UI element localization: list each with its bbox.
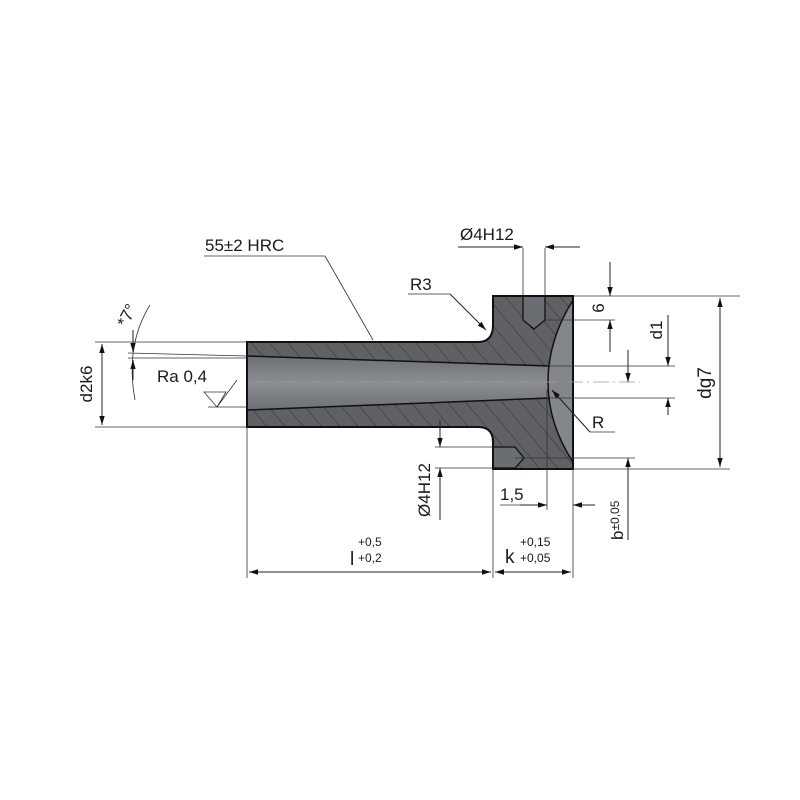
dim-d1: d1 bbox=[550, 315, 675, 415]
dim-6-label: 6 bbox=[589, 303, 608, 312]
l-tol-upper: +0,5 bbox=[358, 535, 382, 549]
dim-hole-bottom: Ø4H12 bbox=[415, 420, 493, 520]
dg7-label: dg7 bbox=[695, 367, 716, 399]
hardness-note: 55±2 HRC bbox=[204, 236, 374, 341]
k-tol-lower: +0,05 bbox=[520, 551, 551, 565]
part-body bbox=[246, 295, 574, 470]
dim-hole-top: Ø4H12 bbox=[458, 225, 580, 296]
dim-dg7: dg7 bbox=[573, 298, 730, 470]
r3-label: R3 bbox=[410, 275, 432, 294]
k-label: k bbox=[505, 547, 515, 568]
b-tolerance: ±0,05 bbox=[608, 500, 622, 530]
roughness-label: Ra 0,4 bbox=[157, 367, 207, 386]
dim-1-5-label: 1,5 bbox=[500, 485, 524, 504]
roughness-symbol: Ra 0,4 bbox=[157, 367, 247, 408]
l-tol-lower: +0,2 bbox=[358, 551, 382, 565]
dim-1-5: 1,5 bbox=[500, 390, 595, 510]
dim-r3: R3 bbox=[408, 275, 487, 331]
hole-top-label: Ø4H12 bbox=[460, 225, 514, 244]
dim-b: b±0,05 bbox=[515, 350, 635, 540]
k-tol-upper: +0,15 bbox=[520, 535, 551, 549]
hole-bottom-label: Ø4H12 bbox=[415, 463, 434, 517]
b-label: b±0,05 bbox=[608, 500, 627, 540]
dim-d2k6: d2k6 bbox=[77, 341, 247, 428]
r-label: R bbox=[592, 413, 604, 432]
dim-6: 6 bbox=[545, 262, 740, 352]
hardness-label: 55±2 HRC bbox=[205, 236, 284, 255]
dim-l: l +0,5 +0,2 bbox=[246, 427, 574, 578]
d1-label: d1 bbox=[647, 321, 666, 340]
dim-k: k +0,15 +0,05 bbox=[495, 535, 571, 575]
l-label: l bbox=[350, 549, 354, 570]
d2k6-label: d2k6 bbox=[77, 366, 96, 403]
dim-r: R bbox=[551, 389, 615, 433]
angle-label: *7° bbox=[113, 301, 141, 330]
